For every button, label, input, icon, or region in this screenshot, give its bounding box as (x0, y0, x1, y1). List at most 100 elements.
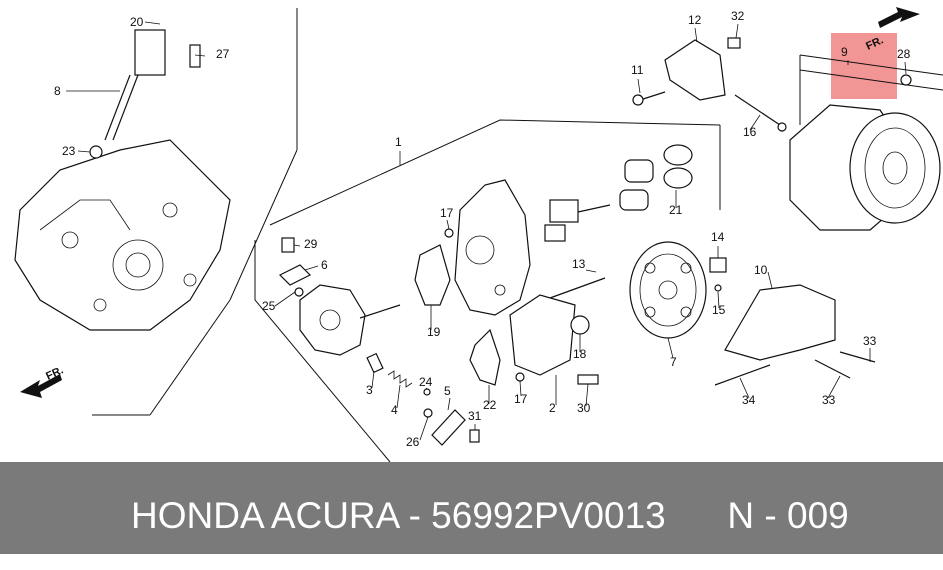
callout-20: 20 (130, 15, 144, 29)
parts-diagram: FR. FR. 20278231232111692811729625191321… (14, 7, 943, 462)
leader-line-17 (519, 380, 522, 397)
assembly-frame (254, 240, 391, 462)
valve-3 (366, 352, 384, 374)
leader-line-12 (694, 27, 698, 43)
gasket-6 (278, 264, 312, 286)
callout-16: 16 (743, 125, 757, 139)
callout-12: 12 (688, 13, 702, 27)
callout-19: 19 (427, 325, 441, 339)
nut-28 (900, 74, 912, 86)
callout-32: 32 (731, 9, 745, 23)
bolt-27 (189, 44, 201, 68)
leader-line-30 (585, 383, 589, 407)
callout-23: 23 (62, 144, 76, 158)
callout-27: 27 (216, 47, 230, 61)
bolt-32 (727, 37, 741, 49)
seal-18 (570, 315, 590, 335)
nut-14 (709, 257, 727, 273)
leader-line-17 (446, 219, 450, 230)
callout-24: 24 (419, 375, 433, 389)
callout-9: 9 (841, 45, 848, 59)
callout-26: 26 (406, 435, 420, 449)
transmission-housing (14, 139, 231, 331)
leader-line-5 (447, 397, 451, 411)
rotor-shaft (544, 199, 611, 242)
pin-17 (444, 228, 454, 238)
divider-line (149, 299, 231, 416)
bolt-33b (839, 351, 876, 363)
bolt-31 (469, 429, 480, 443)
callout-34: 34 (742, 393, 756, 407)
caption-bar: HONDA ACURA - 56992PV0013 N - 009 (0, 462, 943, 554)
callout-7: 7 (670, 355, 677, 369)
callout-17: 17 (514, 392, 528, 406)
o-ring-25 (294, 287, 304, 297)
connector-29 (281, 237, 295, 253)
callout-13: 13 (572, 257, 586, 271)
bolt-34 (714, 364, 771, 386)
leader-line-24 (425, 387, 428, 390)
sensor-assembly (89, 29, 166, 159)
callout-8: 8 (54, 84, 61, 98)
leader-line-26 (419, 416, 429, 441)
assembly-frame (269, 119, 721, 226)
bolt-30 (577, 374, 599, 385)
callout-25: 25 (262, 299, 276, 313)
leader-line-32 (735, 23, 739, 39)
divider-line (229, 149, 298, 301)
leader-line-29 (293, 244, 301, 247)
washer-15 (714, 284, 722, 292)
leader-line-25 (274, 291, 296, 307)
pump-housing (454, 179, 531, 316)
callout-5: 5 (444, 384, 451, 398)
callout-22: 22 (483, 398, 497, 412)
leader-line-23 (77, 150, 91, 153)
leader-line-4 (396, 384, 401, 409)
callout-21: 21 (669, 203, 683, 217)
bolt-13 (549, 277, 606, 299)
leader-line-33 (827, 375, 841, 399)
leader-line-28 (904, 61, 907, 75)
bolt-33 (814, 359, 851, 379)
washer-26 (423, 408, 433, 418)
callout-18: 18 (573, 347, 587, 361)
bracket-12 (664, 39, 726, 101)
callout-15: 15 (712, 303, 726, 317)
bolt-16 (734, 94, 787, 132)
callout-31: 31 (468, 409, 482, 423)
power-steering-pump-installed (789, 54, 943, 231)
pulley-7 (629, 241, 707, 339)
callout-6: 6 (321, 258, 328, 272)
leader-line-6 (304, 265, 319, 271)
leader-line-10 (767, 271, 773, 289)
leader-line-15 (717, 291, 720, 309)
callout-17: 17 (440, 206, 454, 220)
callout-4: 4 (391, 403, 398, 417)
callout-10: 10 (754, 263, 768, 277)
cover-2 (509, 294, 576, 376)
callout-30: 30 (577, 401, 591, 415)
caption-text: HONDA ACURA - 56992PV0013 N - 009 (131, 495, 849, 536)
highlight-box (831, 33, 897, 99)
pin-17b (515, 372, 525, 382)
front-arrow-icon: FR. (20, 364, 65, 398)
bolt-11 (632, 91, 666, 106)
plate-5 (431, 409, 466, 446)
callout-14: 14 (711, 230, 725, 244)
leader-line-7 (667, 337, 674, 359)
callout-2: 2 (549, 401, 556, 415)
spring-4 (387, 370, 413, 388)
callout-28: 28 (897, 47, 911, 61)
leader-line-20 (144, 21, 161, 25)
callout-29: 29 (304, 237, 318, 251)
leader-line-3 (371, 370, 375, 389)
svg-text:FR.: FR. (44, 364, 65, 382)
callout-33: 33 (863, 334, 877, 348)
bracket-10 (724, 284, 836, 361)
leader-line-11 (637, 78, 641, 94)
callout-3: 3 (366, 383, 373, 397)
o-ring-24 (423, 388, 431, 396)
leader-line-13 (585, 269, 597, 273)
